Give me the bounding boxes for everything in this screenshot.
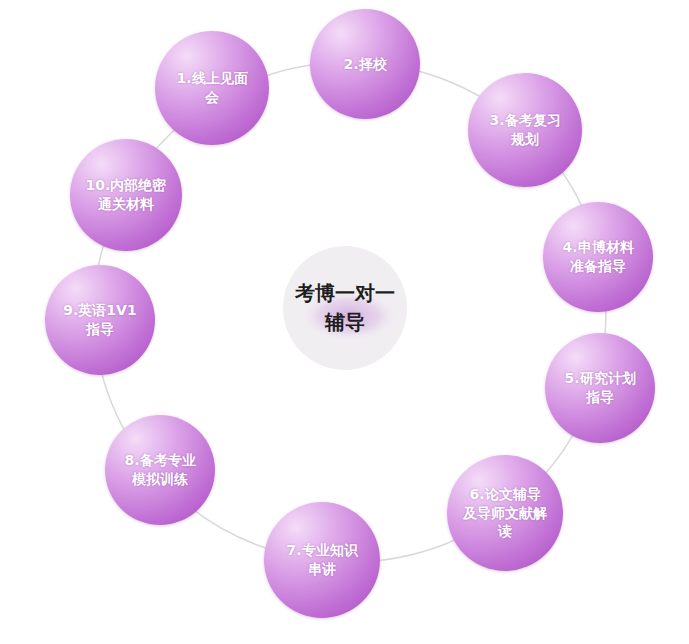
step-label: 5.研究计划指导 bbox=[560, 369, 640, 407]
center-circle: 考博一对一辅导 bbox=[283, 246, 407, 370]
step-label: 7.专业知识串讲 bbox=[280, 541, 364, 579]
step-label: 10.内部绝密通关材料 bbox=[85, 176, 167, 214]
step-circle: 8.备考专业模拟训练 bbox=[105, 415, 215, 525]
step-label: 3.备考复习规划 bbox=[485, 111, 565, 149]
step-circle: 4.申博材料准备指导 bbox=[543, 202, 653, 312]
watercolor-wash bbox=[283, 246, 407, 370]
step-circle: 3.备考复习规划 bbox=[468, 73, 582, 187]
step-circle: 9.英语1V1指导 bbox=[45, 265, 155, 375]
step-label: 8.备考专业模拟训练 bbox=[120, 451, 200, 489]
step-label: 4.申博材料准备指导 bbox=[558, 238, 638, 276]
step-label: 9.英语1V1指导 bbox=[60, 301, 140, 339]
step-circle: 6.论文辅导及导师文献解读 bbox=[447, 455, 563, 571]
ring-line bbox=[94, 62, 606, 562]
step-circle: 5.研究计划指导 bbox=[545, 333, 655, 443]
step-label: 6.论文辅导及导师文献解读 bbox=[463, 485, 547, 542]
step-circle: 7.专业知识串讲 bbox=[264, 502, 380, 618]
step-circle: 1.线上见面会 bbox=[155, 31, 269, 145]
step-circle: 2.择校 bbox=[310, 9, 420, 119]
step-circle: 10.内部绝密通关材料 bbox=[70, 139, 182, 251]
step-label: 1.线上见面会 bbox=[172, 69, 252, 107]
step-label: 2.择校 bbox=[325, 55, 405, 74]
center-title: 考博一对一辅导 bbox=[295, 279, 395, 337]
